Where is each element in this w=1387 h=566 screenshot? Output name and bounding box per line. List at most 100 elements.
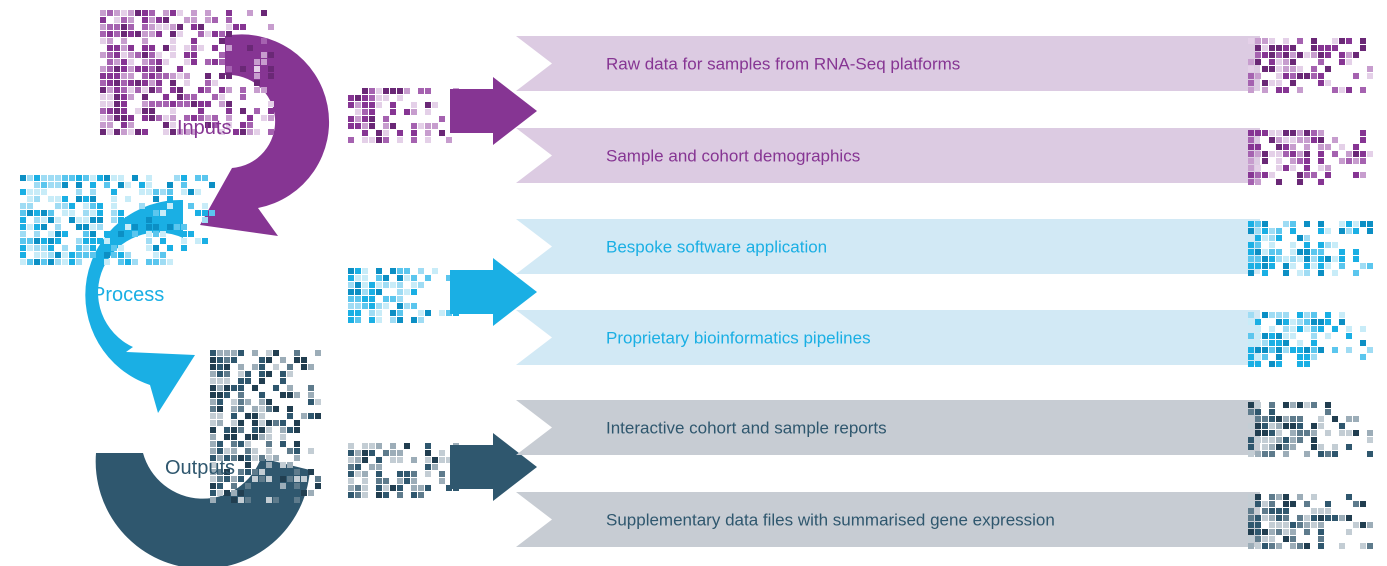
mosaic-pixel <box>20 238 26 244</box>
mosaic-pixel <box>1255 494 1261 500</box>
mosaic-pixel <box>231 385 237 391</box>
mosaic-pixel <box>1262 501 1268 507</box>
mosaic-pixel <box>1339 263 1345 269</box>
mosaic-pixel <box>348 464 354 470</box>
mosaic-pixel <box>41 252 47 258</box>
mosaic-pixel <box>238 406 244 412</box>
mosaic-pixel <box>294 497 300 503</box>
mosaic-pixel <box>362 450 368 456</box>
mosaic-pixel <box>404 109 410 115</box>
mosaic-pixel <box>210 364 216 370</box>
mosaic-pixel <box>294 483 300 489</box>
mosaic-pixel <box>1248 80 1254 86</box>
mosaic-pixel <box>1290 319 1296 325</box>
mosaic-pixel <box>376 303 382 309</box>
mosaic-pixel <box>238 490 244 496</box>
mosaic-pixel <box>362 123 368 129</box>
mosaic-pixel <box>177 87 183 93</box>
mosaic-pixel <box>1269 361 1275 367</box>
mosaic-pixel <box>217 399 223 405</box>
mosaic-pixel <box>315 413 321 419</box>
mosaic-pixel <box>1248 536 1254 542</box>
mosaic-pixel <box>301 364 307 370</box>
mosaic-pixel <box>184 52 190 58</box>
mosaic-pixel <box>1297 430 1303 436</box>
mosaic-pixel <box>198 87 204 93</box>
mosaic-pixel <box>198 45 204 51</box>
mosaic-pixel <box>111 196 117 202</box>
mosaic-pixel <box>231 357 237 363</box>
mosaic-pixel <box>146 238 152 244</box>
mosaic-pixel <box>233 129 239 135</box>
mosaic-pixel <box>1269 249 1275 255</box>
mosaic-pixel <box>188 231 194 237</box>
inputs-connector <box>348 77 537 145</box>
mosaic-pixel <box>146 217 152 223</box>
mosaic-pixel <box>210 406 216 412</box>
mosaic-pixel <box>1325 242 1331 248</box>
mosaic-pixel <box>170 115 176 121</box>
mosaic-pixel <box>233 24 239 30</box>
mosaic-pixel <box>83 175 89 181</box>
mosaic-pixel <box>425 88 431 94</box>
mosaic-pixel <box>1269 416 1275 422</box>
mosaic-pixel <box>1269 508 1275 514</box>
mosaic-pixel <box>308 392 314 398</box>
mosaic-pixel <box>287 371 293 377</box>
mosaic-pixel <box>1367 228 1373 234</box>
mosaic-pixel <box>301 476 307 482</box>
mosaic-pixel <box>55 252 61 258</box>
mosaic-pixel <box>411 282 417 288</box>
mosaic-pixel <box>27 224 33 230</box>
mosaic-pixel <box>266 448 272 454</box>
mosaic-pixel <box>41 210 47 216</box>
mosaic-pixel <box>259 392 265 398</box>
mosaic-pixel <box>76 175 82 181</box>
mosaic-pixel <box>390 123 396 129</box>
mosaic-pixel <box>1248 73 1254 79</box>
mosaic-pixel <box>355 450 361 456</box>
mosaic-pixel <box>1276 165 1282 171</box>
mosaic-pixel <box>90 245 96 251</box>
mosaic-pixel <box>1339 38 1345 44</box>
mosaic-pixel <box>383 485 389 491</box>
mosaic-pixel <box>160 238 166 244</box>
mosaic-pixel <box>27 259 33 265</box>
mosaic-pixel <box>149 17 155 23</box>
mosaic-pixel <box>34 259 40 265</box>
mosaic-pixel <box>191 38 197 44</box>
mosaic-pixel <box>273 455 279 461</box>
mosaic-pixel <box>62 203 68 209</box>
mosaic-pixel <box>383 282 389 288</box>
mosaic-pixel <box>114 94 120 100</box>
mosaic-pixel <box>107 31 113 37</box>
mosaic-pixel <box>1276 80 1282 86</box>
mosaic-pixel <box>55 224 61 230</box>
mosaic-pixel <box>268 24 274 30</box>
mosaic-pixel <box>1304 354 1310 360</box>
mosaic-pixel <box>1276 340 1282 346</box>
mosaic-pixel <box>1255 361 1261 367</box>
mosaic-pixel <box>362 296 368 302</box>
mosaic-pixel <box>1318 158 1324 164</box>
mosaic-pixel <box>1318 151 1324 157</box>
mosaic-pixel <box>362 303 368 309</box>
mosaic-pixel <box>1276 249 1282 255</box>
mosaic-pixel <box>308 413 314 419</box>
mosaic-pixel <box>1360 38 1366 44</box>
mosaic-pixel <box>315 399 321 405</box>
mosaic-pixel <box>128 80 134 86</box>
mosaic-pixel <box>1325 508 1331 514</box>
mosaic-pixel <box>1248 38 1254 44</box>
mosaic-pixel <box>355 464 361 470</box>
mosaic-pixel <box>432 102 438 108</box>
mosaic-pixel <box>266 490 272 496</box>
mosaic-pixel <box>425 123 431 129</box>
mosaic-pixel <box>114 115 120 121</box>
mosaic-pixel <box>48 252 54 258</box>
mosaic-pixel <box>128 94 134 100</box>
mosaic-pixel <box>121 45 127 51</box>
mosaic-pixel <box>362 268 368 274</box>
mosaic-pixel <box>121 10 127 16</box>
mosaic-pixel <box>76 245 82 251</box>
